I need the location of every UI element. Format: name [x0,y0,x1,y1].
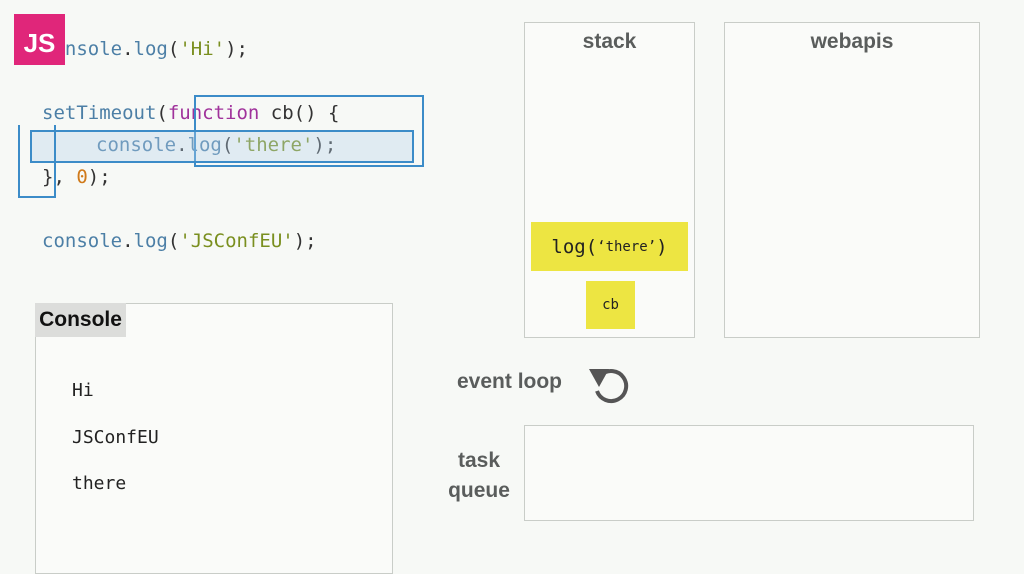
console-panel [35,303,393,574]
frame-text: ) [656,235,668,258]
frame-text: log( [551,235,598,258]
code-token: . [122,38,134,60]
code-token: setTimeout [42,102,157,124]
code-token: 'Hi' [179,38,226,60]
code-token: log [187,134,222,156]
code-token: ( [221,134,234,156]
event-loop-label: event loop [457,370,563,393]
stack-title: stack [582,30,637,53]
code-token: log [133,38,168,60]
console-title: Console [35,303,126,337]
stack-frame-cb: cb [586,281,635,329]
frame-arg-text: ‘there’ [597,238,657,255]
code-line-5: console.log('JSConfEU'); [42,230,317,252]
webapis-title: webapis [810,30,894,53]
task-queue-panel [524,425,974,521]
js-logo-text: JS [23,28,56,58]
console-output-line: JSConfEU [72,427,159,448]
code-token: ); [225,38,248,60]
code-line-4: }, 0); [42,166,111,188]
console-output-line: Hi [72,380,94,401]
code-token: console [96,134,177,156]
code-token: } [42,166,54,188]
code-token: ( [167,230,180,252]
code-token: cb() { [259,102,340,124]
code-token: . [176,134,188,156]
webapis-panel [724,22,980,338]
js-logo: JS [14,14,65,65]
code-token: ( [167,38,180,60]
code-token: , [53,166,77,188]
task-queue-label-line: task [457,449,501,472]
code-token: ); [313,134,337,156]
code-token: function [167,102,260,124]
code-token: 'JSConfEU' [179,230,294,252]
code-token: ( [156,102,168,124]
code-token: console [42,230,123,252]
code-token: 'there' [233,134,314,156]
console-output-line: there [72,473,127,494]
task-queue-label-line: queue [448,479,510,502]
code-line-1: console.log('Hi'); [42,38,248,60]
stack-frame-log: log(‘there’) [531,222,688,271]
code-token: 0 [76,166,88,188]
code-token: . [122,230,134,252]
task-queue-label: task queue [446,446,512,506]
refresh-cycle-icon [589,369,629,404]
code-token: ); [293,230,317,252]
callback-brace-highlight-box [18,125,56,198]
code-line-3: console.log('there'); [96,134,336,156]
code-token: log [133,230,168,252]
code-token: ); [87,166,111,188]
current-line-highlight-box [30,130,414,163]
code-line-2: setTimeout(function cb() { [42,102,339,124]
